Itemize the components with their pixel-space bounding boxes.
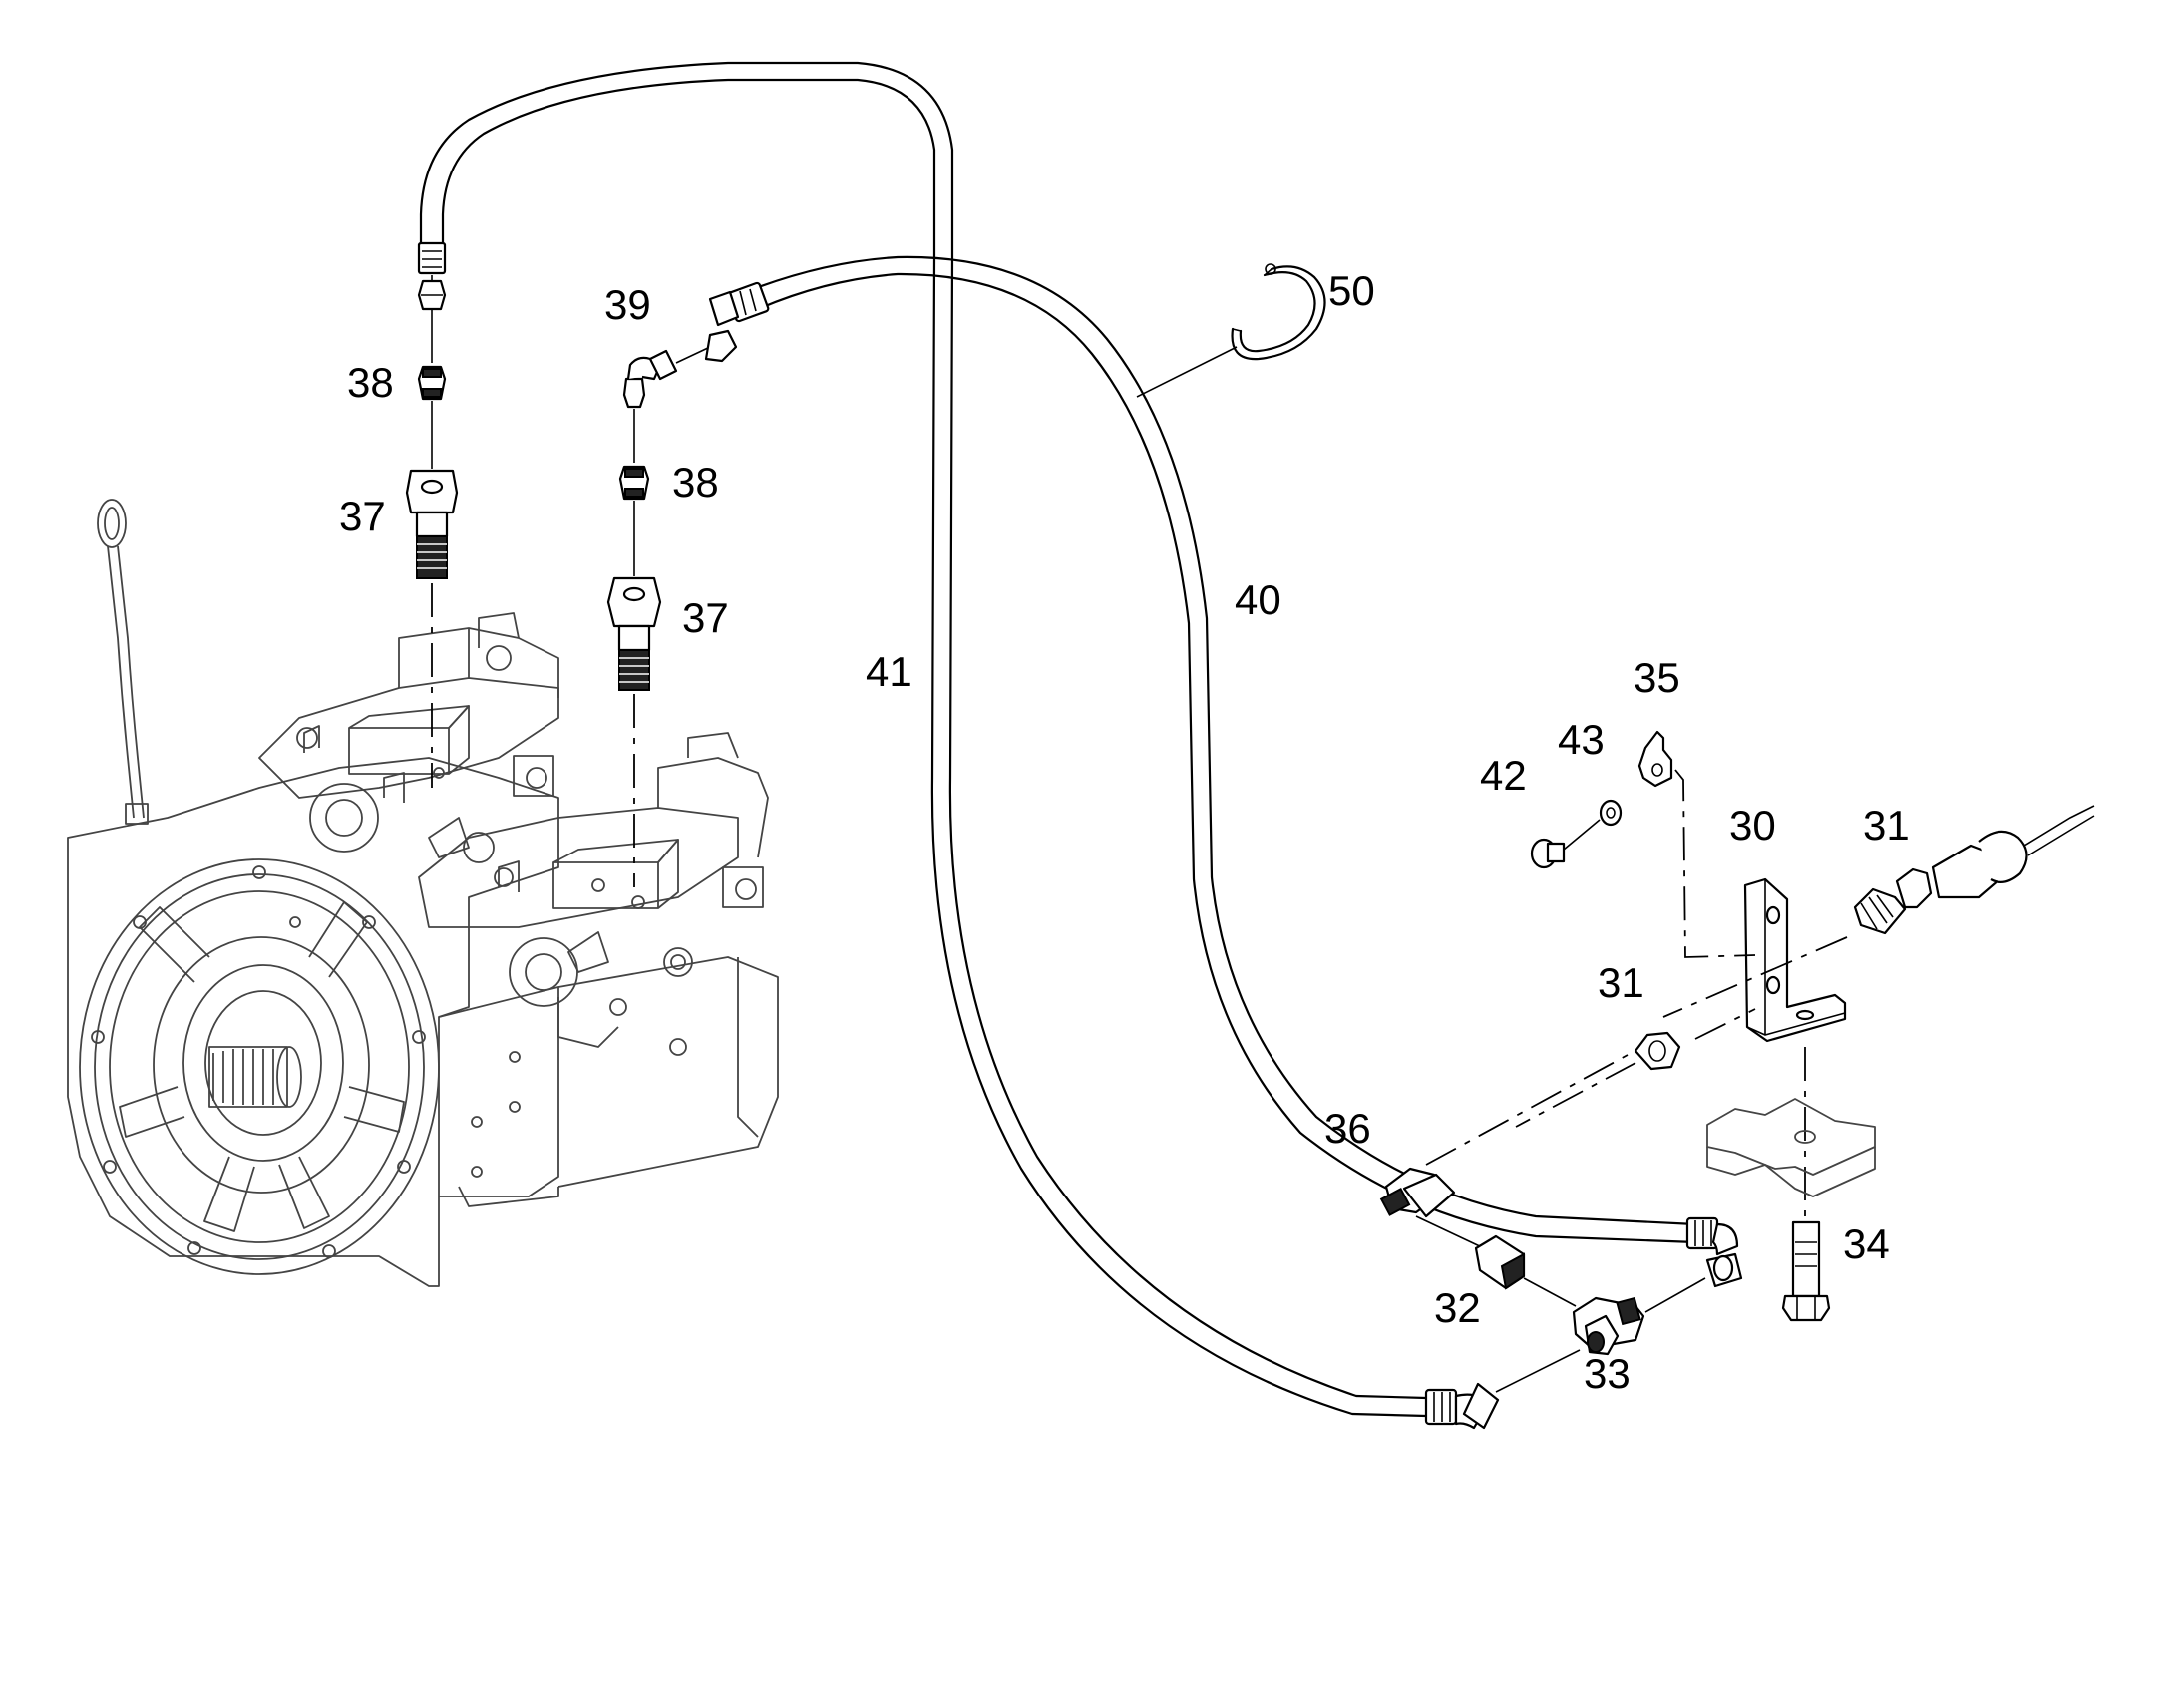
tee-33 [1495, 1277, 1706, 1393]
callout-33: 33 [1584, 1350, 1631, 1397]
callout-31-nut: 31 [1598, 959, 1644, 1006]
hose-40 [708, 255, 1743, 1288]
fitting-stack-left [405, 275, 459, 788]
fitting-stack-center [606, 329, 738, 887]
callout-42: 42 [1480, 752, 1527, 799]
dipstick-tube [97, 499, 149, 825]
sensor-31 [1662, 805, 2095, 1018]
pump-unit-front [418, 732, 769, 1056]
callout-31-sensor: 31 [1863, 802, 1910, 849]
callout-35: 35 [1634, 654, 1680, 701]
callout-32: 32 [1434, 1284, 1481, 1331]
clip-35 [1637, 730, 1756, 958]
callout-38-left: 38 [347, 359, 394, 406]
callout-43: 43 [1558, 716, 1605, 763]
bracket-30 [1743, 877, 1847, 1246]
callout-37-center: 37 [682, 594, 729, 641]
bolt-34 [1781, 1220, 1831, 1322]
screw-42 [1530, 819, 1601, 869]
hydraulic-pump-assembly [67, 499, 779, 1287]
adapter-37-center [606, 576, 662, 887]
fitting-36 [1379, 1054, 1629, 1249]
adapter-38-center [618, 465, 650, 576]
callout-30: 30 [1729, 802, 1776, 849]
adapter-38-left [417, 365, 447, 469]
hose-41 [417, 61, 1500, 1430]
callout-38-center: 38 [672, 459, 719, 506]
callout-40: 40 [1235, 576, 1281, 623]
callout-41: 41 [866, 648, 912, 695]
flywheel-housing [79, 858, 440, 1275]
adapter-37-left [405, 469, 459, 788]
pump-unit-rear [258, 612, 559, 863]
clamp-50 [1136, 263, 1326, 398]
callout-39: 39 [604, 281, 651, 328]
adapter-32 [1474, 1234, 1577, 1307]
mounting-plate [1706, 1098, 1876, 1197]
callout-labels: 50 39 38 38 37 37 40 41 35 43 42 30 31 3… [339, 267, 1910, 1397]
washer-43 [1599, 799, 1623, 827]
callout-50: 50 [1328, 267, 1375, 314]
callout-36: 36 [1324, 1105, 1371, 1152]
nut-31 [1515, 1008, 1756, 1128]
callout-34: 34 [1843, 1220, 1890, 1267]
callout-37-left: 37 [339, 493, 386, 539]
elbow-39 [622, 329, 738, 463]
